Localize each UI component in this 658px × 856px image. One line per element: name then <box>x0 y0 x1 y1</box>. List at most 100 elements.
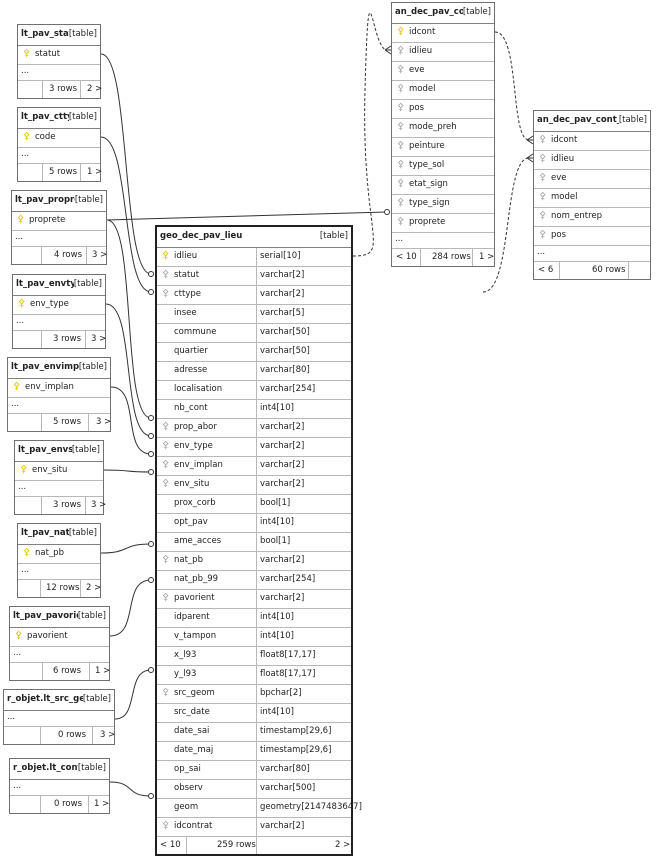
next-page-button[interactable]: 2 > <box>335 840 351 850</box>
table-header[interactable]: lt_pav_statut[table] <box>18 25 100 46</box>
column-row[interactable]: ⚴mode_preh <box>392 119 494 138</box>
table-header[interactable]: r_objet.lt_src_geom[table] <box>4 690 114 711</box>
column-row[interactable]: ⚴pos <box>534 227 650 246</box>
column-row[interactable]: ⚴eve <box>534 170 650 189</box>
column-row[interactable]: ⚴nom_entrep <box>534 208 650 227</box>
table-lt-pav-proprete[interactable]: lt_pav_propret[table] ⚴proprete ... 4 ro… <box>11 190 107 265</box>
table-header[interactable]: geo_dec_pav_lieu[table] <box>157 227 351 248</box>
table-header[interactable]: r_objet.lt_contrat[table] <box>10 759 109 780</box>
column-row[interactable]: ⚴peinture <box>392 138 494 157</box>
column-row[interactable]: ⚴etat_sign <box>392 176 494 195</box>
prev-page-button[interactable]: < 10 <box>160 840 181 850</box>
column-row[interactable]: ⚴type_sol <box>392 157 494 176</box>
column-row[interactable]: ⚴proprete <box>392 214 494 233</box>
next-page-button[interactable]: 2 > <box>86 583 102 593</box>
table-an-dec-pav-cont-tr[interactable]: an_dec_pav_cont_tr[table] ⚴idcont⚴idlieu… <box>533 110 651 280</box>
column-row[interactable]: ⚴idcont <box>534 132 650 151</box>
next-page-button[interactable]: 1 > <box>94 799 110 809</box>
column-row[interactable]: ⚴idlieu <box>534 151 650 170</box>
column-row[interactable]: ⚴env_implan <box>8 379 110 398</box>
column-row[interactable]: ⚴idlieu <box>392 43 494 62</box>
column-name: pavorient <box>27 631 68 641</box>
table-lt-pav-envsitu[interactable]: lt_pav_envsitu[table] ⚴env_situ ... 3 ro… <box>14 440 107 515</box>
next-page-button[interactable]: 3 > <box>91 334 107 344</box>
next-page-button[interactable]: 3 > <box>92 250 108 260</box>
table-lt-pav-envimplan[interactable]: lt_pav_envimplan[table] ⚴env_implan ... … <box>7 357 111 432</box>
column-row[interactable]: ⚴env_situ <box>15 462 103 481</box>
table-lt-pav-envtype[interactable]: lt_pav_envtype[table] ⚴env_type ... 3 ro… <box>12 274 106 349</box>
column-row[interactable]: ⚴env_type <box>13 296 105 315</box>
column-row[interactable]: ⚴eve <box>392 62 494 81</box>
table-header[interactable]: lt_pav_pavorient[table] <box>10 607 109 628</box>
column-row[interactable]: ⚴model <box>392 81 494 100</box>
table-header[interactable]: lt_pav_envtype[table] <box>13 275 105 296</box>
next-page-button[interactable]: 1 > <box>87 167 103 177</box>
prev-page-button[interactable]: < 6 <box>538 265 554 275</box>
column-row[interactable]: ⚴pos <box>392 100 494 119</box>
column-row[interactable]: ⚴type_sign <box>392 195 494 214</box>
table-header[interactable]: an_dec_pav_cont[table] <box>392 3 494 24</box>
column-row[interactable]: ⚴code <box>18 129 100 148</box>
next-page-button[interactable]: 1 > <box>479 252 495 262</box>
column-row[interactable]: ⚴pavorient <box>10 628 109 647</box>
table-header[interactable]: lt_pav_cttype[table] <box>18 108 100 129</box>
column-row[interactable]: ⚴idcont <box>392 24 494 43</box>
table-lt-pav-pavorient[interactable]: lt_pav_pavorient[table] ⚴pavorient ... 6… <box>9 606 110 681</box>
table-header[interactable]: lt_pav_natpb[table] <box>18 524 100 545</box>
more-columns: ... <box>15 481 103 497</box>
table-name: lt_pav_envimplan <box>11 362 94 372</box>
column-row[interactable]: ⚴proprete <box>12 212 106 231</box>
next-page-button[interactable]: 3 > <box>100 730 116 740</box>
column-row[interactable]: ⚴model <box>534 189 650 208</box>
next-page-button[interactable]: 3 > <box>91 500 107 510</box>
column-row[interactable]: ⚴nat_pb <box>18 545 100 564</box>
table-header[interactable]: lt_pav_envimplan[table] <box>8 358 110 379</box>
next-page-button[interactable]: 1 > <box>95 666 111 676</box>
table-header[interactable]: lt_pav_envsitu[table] <box>15 441 103 462</box>
table-header[interactable]: an_dec_pav_cont_tr[table] <box>534 111 650 132</box>
table-header[interactable]: lt_pav_propret[table] <box>12 191 106 212</box>
column-row[interactable]: ⚴statut <box>18 46 100 65</box>
table-an-dec-pav-cont[interactable]: an_dec_pav_cont[table] ⚴idcont⚴idlieu⚴ev… <box>391 2 495 267</box>
next-page-button[interactable]: 3 > <box>96 417 112 427</box>
prev-page-button[interactable]: < 10 <box>396 252 417 262</box>
next-page-button[interactable]: 2 > <box>87 84 103 94</box>
